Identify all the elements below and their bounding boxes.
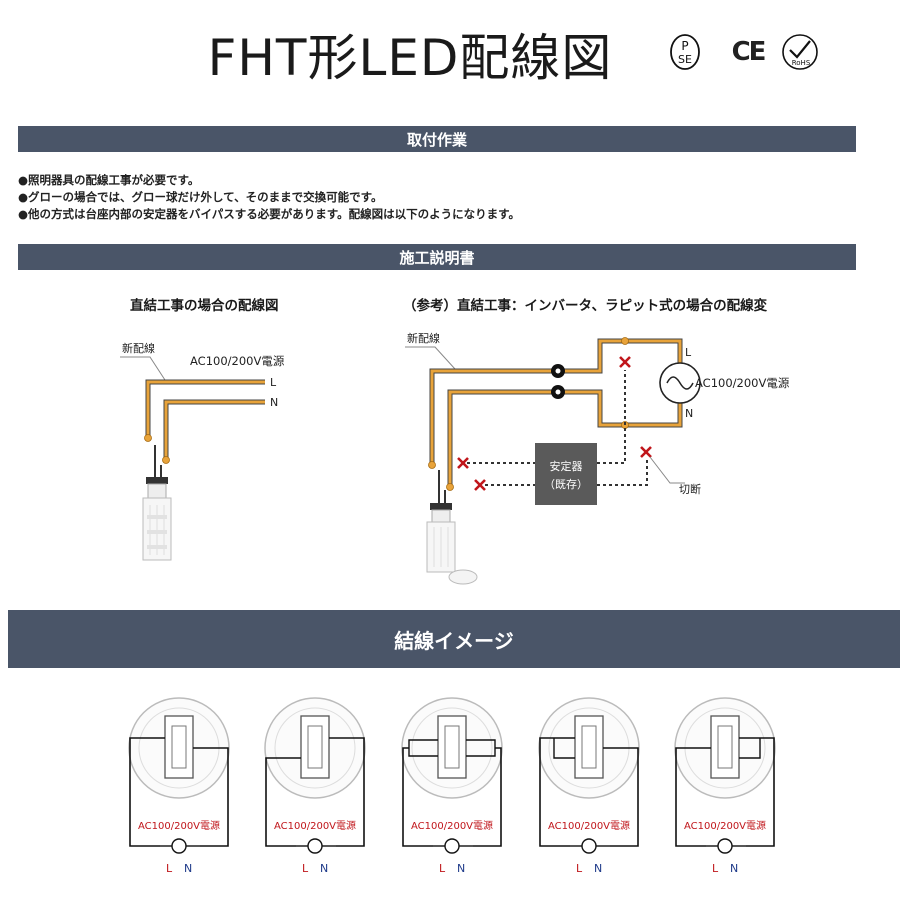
power-label: AC100/200V電源 (274, 819, 356, 832)
bypass-wiring-diagram: 新配線 L N AC100/200V電源 安定器 （既存） 切断 (405, 331, 790, 585)
power-label: AC100/200V電源 (411, 819, 493, 832)
pse-mark-icon: P SE (668, 32, 702, 72)
lamp-base (146, 477, 168, 484)
wire-n (448, 390, 682, 487)
install-note: ●照明器具の配線工事が必要です。 (18, 173, 200, 187)
wiring-variant: AC100/200V電源 L N (538, 697, 640, 875)
install-note: ●他の方式は台座内部の安定器をバイパスする必要があります。配線図は以下のようにな… (18, 207, 520, 221)
section-band-wiring: 結線イメージ (8, 610, 900, 668)
power-label: AC100/200V電源 (684, 819, 766, 832)
new-wire-label: 新配線 (122, 341, 155, 355)
install-notes: ●照明器具の配線工事が必要です。 ●グローの場合では、グロー球だけ外して、そのま… (18, 172, 520, 223)
l-label: L (576, 862, 583, 875)
l-label: L (439, 862, 446, 875)
n-label: N (270, 396, 278, 409)
direct-wiring-diagram: 新配線 AC100/200V電源 L N (120, 341, 285, 561)
install-note: ●グローの場合では、グロー球だけ外して、そのままで交換可能です。 (18, 190, 383, 204)
l-label: L (302, 862, 309, 875)
ballast-sublabel: （既存） (544, 477, 588, 491)
ce-mark-text: CE (731, 37, 767, 67)
n-label: N (594, 862, 602, 875)
section-band-install: 取付作業 (18, 126, 856, 152)
ballast-label: 安定器 (550, 459, 583, 473)
cut-label: 切断 (679, 482, 701, 496)
page-title: FHT形LED配線図 (207, 29, 613, 87)
n-label: N (685, 407, 693, 420)
led-bulb-icon (142, 497, 172, 561)
n-label: N (730, 862, 738, 875)
power-label: AC100/200V電源 (548, 819, 630, 832)
n-label: N (457, 862, 465, 875)
cut-mark-icon (457, 356, 652, 491)
left-diagram-caption: 直結工事の場合の配線図 (130, 298, 279, 314)
n-label: N (184, 862, 192, 875)
new-wire-label: 新配線 (407, 331, 440, 345)
pse-mark-top: P (681, 39, 688, 53)
wiring-images: AC100/200V電源 L N AC100/200V電源 L N AC100/… (0, 688, 900, 888)
right-diagram-caption: （参考）直結工事：インバータ、ラピット式の場合の配線変 (403, 298, 768, 314)
new-wire-leader (120, 356, 166, 381)
wire-l (146, 380, 265, 438)
wiring-variant: AC100/200V電源 L N (674, 697, 776, 875)
section-band-instructions: 施工説明書 (18, 244, 856, 270)
l-label: L (685, 346, 692, 359)
wiring-variant: AC100/200V電源 L N (264, 697, 366, 875)
power-label: AC100/200V電源 (190, 354, 285, 368)
l-label: L (270, 376, 277, 389)
wiring-variant: AC100/200V電源 L N (128, 697, 230, 875)
wire-l (430, 339, 682, 465)
ballast-box (535, 443, 597, 505)
power-label: AC100/200V電源 (138, 819, 220, 832)
rohs-mark-text: RoHS (792, 59, 811, 67)
led-bulb-icon (426, 521, 478, 585)
l-label: L (166, 862, 173, 875)
rohs-mark-icon: RoHS (780, 32, 820, 72)
ce-mark-icon: CE (724, 32, 772, 72)
l-label: L (712, 862, 719, 875)
pse-mark-bottom: SE (678, 53, 692, 66)
wire-n (164, 400, 265, 460)
n-label: N (320, 862, 328, 875)
power-label: AC100/200V電源 (695, 376, 790, 390)
wiring-variant: AC100/200V電源 L N (401, 697, 503, 875)
